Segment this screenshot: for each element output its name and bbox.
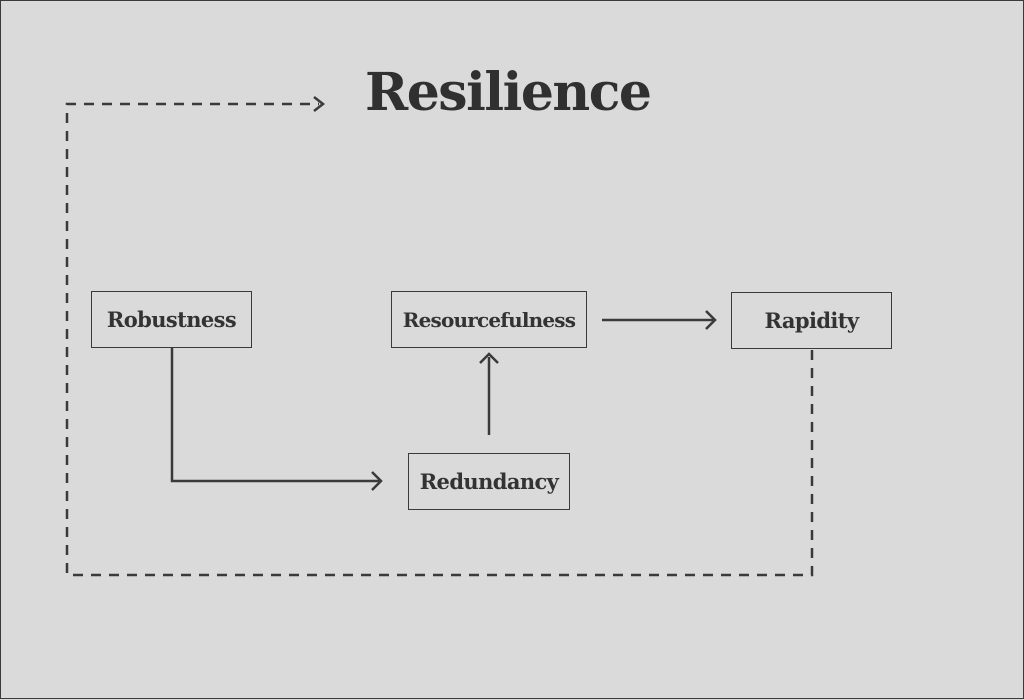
robustness-to-redundancy-arrowhead [371,471,383,491]
node-robustness: Robustness [91,291,252,348]
feedback-loop-dashed-line [65,102,814,577]
diagram-title: Resilience [365,62,652,123]
node-robustness-label: Robustness [106,307,237,332]
resourcefulness-to-rapidity-arrowhead [705,310,717,330]
robustness-to-redundancy-line [170,348,379,483]
node-redundancy-label: Redundancy [419,469,559,494]
node-resourcefulness-label: Resourcefulness [402,307,576,332]
redundancy-to-resourcefulness-arrowhead [479,352,499,364]
node-rapidity: Rapidity [731,292,892,349]
node-resourcefulness: Resourcefulness [391,291,587,348]
feedback-loop-arrowhead [313,96,326,112]
node-rapidity-label: Rapidity [764,308,860,333]
node-redundancy: Redundancy [408,453,570,510]
